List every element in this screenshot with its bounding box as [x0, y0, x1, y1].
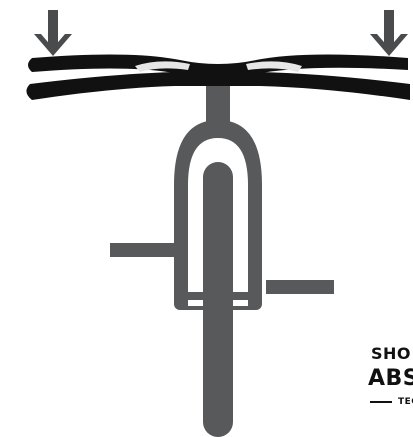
brand-text-line2: ABS — [368, 366, 413, 391]
handlebar-highlight-left — [135, 61, 190, 72]
handlebar-bottom — [26, 72, 410, 100]
handlebar-top — [28, 54, 408, 77]
fork-bottom-gap — [188, 300, 203, 306]
handlebar-highlight-right — [246, 61, 302, 72]
right-down-arrow-icon — [370, 10, 408, 56]
fork-right-leg — [248, 185, 262, 303]
fork-bottom — [174, 296, 262, 310]
left-pedal — [110, 243, 174, 257]
brand-tagline: TEC — [370, 397, 413, 407]
tagline-text: TEC — [398, 397, 413, 407]
brand-text-line1: SHO — [371, 344, 412, 363]
right-pedal — [266, 280, 334, 294]
fork-left-leg — [174, 185, 188, 303]
tagline-dash — [370, 401, 392, 403]
left-down-arrow-icon — [34, 10, 72, 56]
fork-bottom-gap-right — [233, 300, 248, 306]
